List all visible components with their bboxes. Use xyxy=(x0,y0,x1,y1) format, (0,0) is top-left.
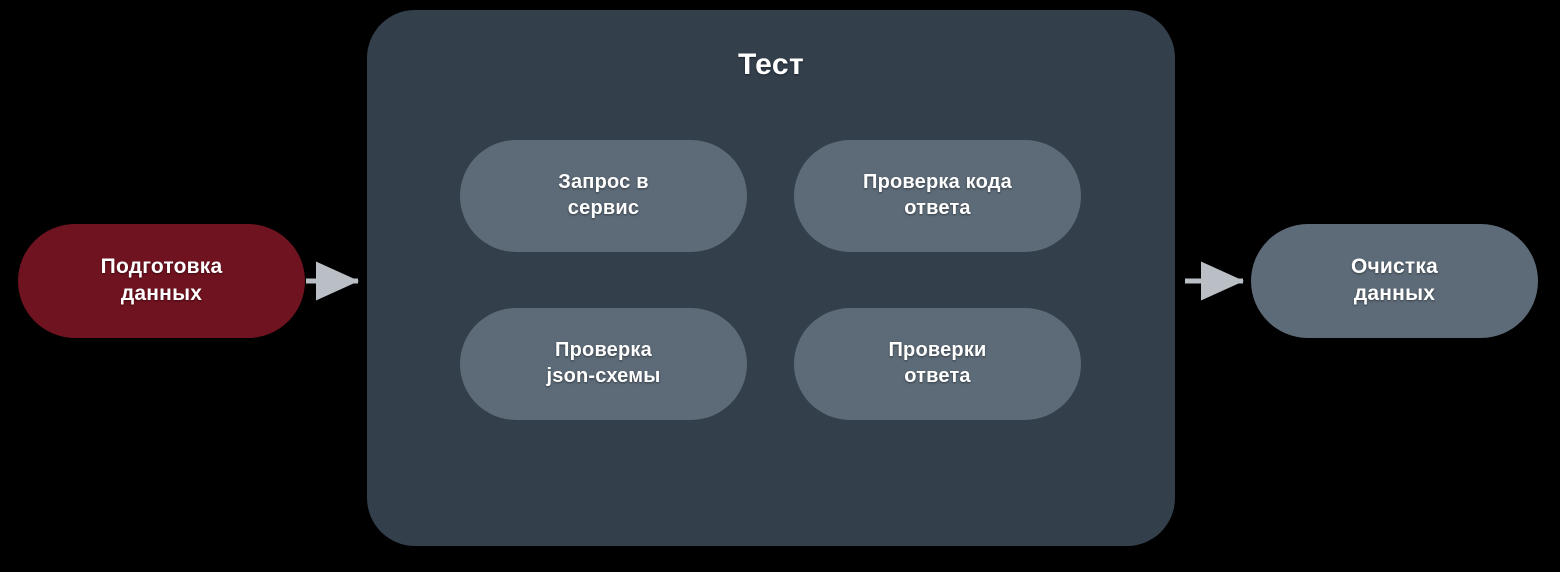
node-request-to-service[interactable]: Запрос в сервис xyxy=(460,140,747,252)
group-test[interactable]: Тест xyxy=(367,10,1175,546)
node-response-checks[interactable]: Проверки ответа xyxy=(794,308,1081,420)
node-status-code-check[interactable]: Проверка кода ответа xyxy=(794,140,1081,252)
node-prepare-data[interactable]: Подготовка данных xyxy=(18,224,305,338)
group-test-title: Тест xyxy=(737,48,805,81)
node-cleanup-data[interactable]: Очистка данных xyxy=(1251,224,1538,338)
node-json-schema-check[interactable]: Проверка json-схемы xyxy=(460,308,747,420)
